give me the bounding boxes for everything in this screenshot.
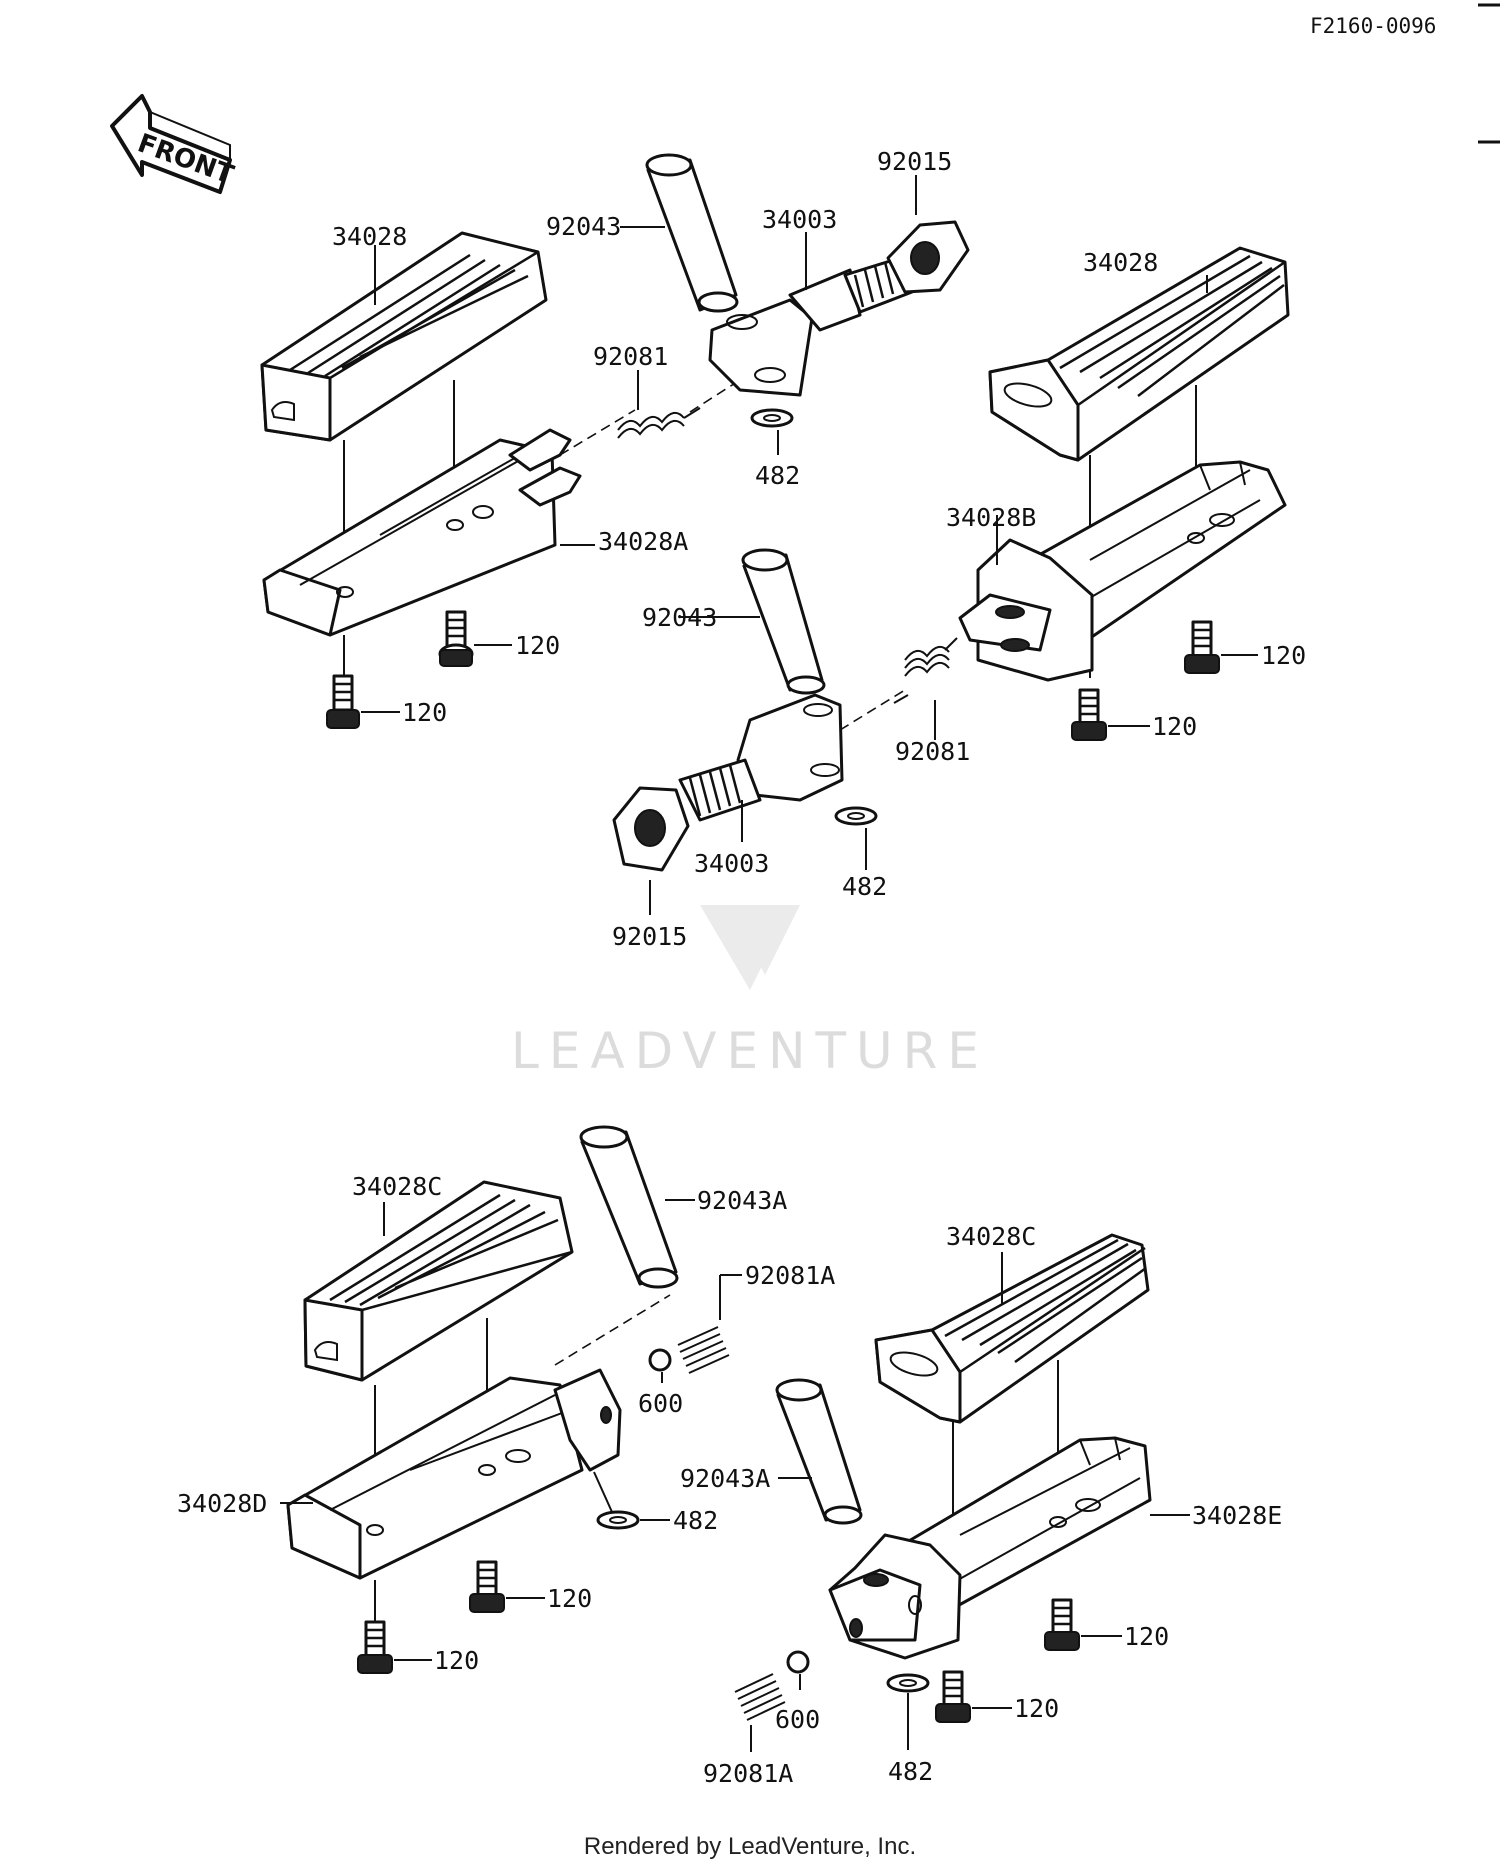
label-120: 120 — [515, 631, 560, 660]
label-34028A: 34028A — [598, 527, 688, 556]
label-600: 600 — [775, 1705, 820, 1734]
label-34028B: 34028B — [946, 503, 1036, 532]
label-120: 120 — [1124, 1622, 1169, 1651]
spring-92081-top — [617, 407, 701, 439]
footer-credit: Rendered by LeadVenture, Inc. — [584, 1833, 916, 1860]
label-92043A: 92043A — [697, 1186, 787, 1215]
label-120: 120 — [434, 1646, 479, 1675]
rubber-pad-top-right — [988, 246, 1290, 462]
watermark: LEADVENTURE — [511, 905, 989, 1080]
watermark-text: LEADVENTURE — [511, 1022, 989, 1080]
spring-92081A-bottom-left — [677, 1326, 730, 1374]
label-34028: 34028 — [332, 222, 407, 251]
label-120: 120 — [547, 1584, 592, 1613]
label-34003: 34003 — [694, 849, 769, 878]
label-34003: 34003 — [762, 205, 837, 234]
label-34028C: 34028C — [946, 1222, 1036, 1251]
label-120: 120 — [1152, 712, 1197, 741]
nut-92015-top — [886, 220, 970, 294]
label-92015: 92015 — [877, 147, 952, 176]
bracket-housing-34028B — [958, 538, 1094, 682]
pivot-34003-top — [708, 256, 914, 397]
front-label: FRONT — [134, 128, 238, 190]
bolt-120-e — [469, 1560, 505, 1613]
spring-92081A-bottom-right — [734, 1673, 786, 1721]
label-92081A: 92081A — [745, 1261, 835, 1290]
spring-92081-right — [893, 637, 958, 704]
washer-482-top — [750, 408, 794, 428]
washer-482-middle — [834, 806, 878, 826]
ball-600 — [786, 1650, 810, 1674]
label-34028C: 34028C — [352, 1172, 442, 1201]
label-34028E: 34028E — [1192, 1501, 1282, 1530]
pivot-34003-middle — [678, 693, 844, 822]
washer-482-bottom-left — [596, 1510, 640, 1530]
pin-92043-top — [645, 153, 739, 313]
bolt-120-h — [935, 1670, 971, 1723]
bolt-120-b — [326, 674, 360, 729]
bolt-120-a — [438, 610, 474, 667]
bolt-120-c — [1184, 620, 1220, 674]
label-120: 120 — [402, 698, 447, 727]
label-92081: 92081 — [593, 342, 668, 371]
watermark-logo-icon — [700, 905, 800, 990]
nut-92015-middle — [612, 786, 690, 872]
rubber-pad-bottom-right — [874, 1233, 1150, 1424]
footpeg-bracket-bottom-left — [286, 1368, 622, 1580]
label-482: 482 — [888, 1757, 933, 1786]
label-92043: 92043 — [546, 212, 621, 241]
label-120: 120 — [1261, 641, 1306, 670]
washer-482-bottom-right — [886, 1673, 930, 1693]
label-482: 482 — [842, 872, 887, 901]
bracket-housing-bottom-right — [828, 1533, 962, 1660]
ball-600 — [648, 1348, 672, 1372]
diagram-code: F2160-0096 — [1310, 14, 1436, 38]
bolt-120-g — [1044, 1598, 1080, 1651]
rubber-pad-top-left — [260, 231, 548, 442]
pin-92043A-bottom-right — [775, 1378, 863, 1525]
bolt-120-d — [1071, 688, 1107, 741]
rubber-pad-bottom-left — [303, 1180, 574, 1382]
pin-92043-middle — [741, 548, 826, 695]
label-92015: 92015 — [612, 922, 687, 951]
bolt-120-f — [357, 1620, 393, 1674]
label-92081A: 92081A — [703, 1759, 793, 1788]
label-92043A: 92043A — [680, 1464, 770, 1493]
label-482: 482 — [755, 461, 800, 490]
label-92043: 92043 — [642, 603, 717, 632]
label-34028: 34028 — [1083, 248, 1158, 277]
label-482: 482 — [673, 1506, 718, 1535]
label-120: 120 — [1014, 1694, 1059, 1723]
label-92081: 92081 — [895, 737, 970, 766]
pin-92043A-bottom-left — [579, 1125, 679, 1289]
label-34028D: 34028D — [177, 1489, 267, 1518]
front-arrow-icon: FRONT — [110, 94, 238, 194]
footpeg-bracket-top-left — [262, 428, 582, 637]
label-600: 600 — [638, 1389, 683, 1418]
